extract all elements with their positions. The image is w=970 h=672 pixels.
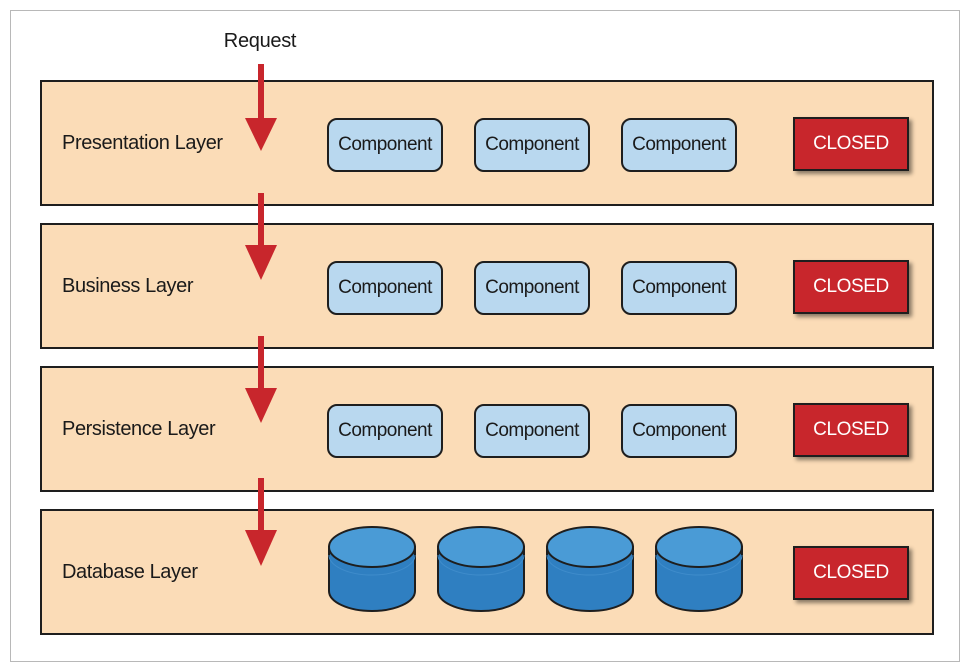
layer-persistence: Persistence Layer Component Component Co…	[40, 366, 934, 492]
component-box: Component	[474, 404, 590, 458]
closed-badge: CLOSED	[793, 260, 909, 314]
layer-presentation: Presentation Layer Component Component C…	[40, 80, 934, 206]
database-icon	[328, 526, 416, 612]
component-box: Component	[621, 261, 737, 315]
closed-badge: CLOSED	[793, 403, 909, 457]
layer-name: Business Layer	[62, 274, 194, 297]
layer-database: Database Layer CLOSED	[40, 509, 934, 635]
request-label: Request	[223, 30, 297, 52]
database-icon	[546, 526, 634, 612]
component-box: Component	[474, 118, 590, 172]
component-box: Component	[327, 404, 443, 458]
component-box: Component	[474, 261, 590, 315]
component-box: Component	[621, 404, 737, 458]
layer-name: Persistence Layer	[62, 417, 216, 440]
component-box: Component	[327, 118, 443, 172]
closed-badge: CLOSED	[793, 546, 909, 600]
closed-badge: CLOSED	[793, 117, 909, 171]
database-icon	[655, 526, 743, 612]
layer-name: Presentation Layer	[62, 131, 223, 154]
database-icon	[437, 526, 525, 612]
layer-name: Database Layer	[62, 560, 198, 583]
component-box: Component	[621, 118, 737, 172]
component-box: Component	[327, 261, 443, 315]
layer-business: Business Layer Component Component Compo…	[40, 223, 934, 349]
